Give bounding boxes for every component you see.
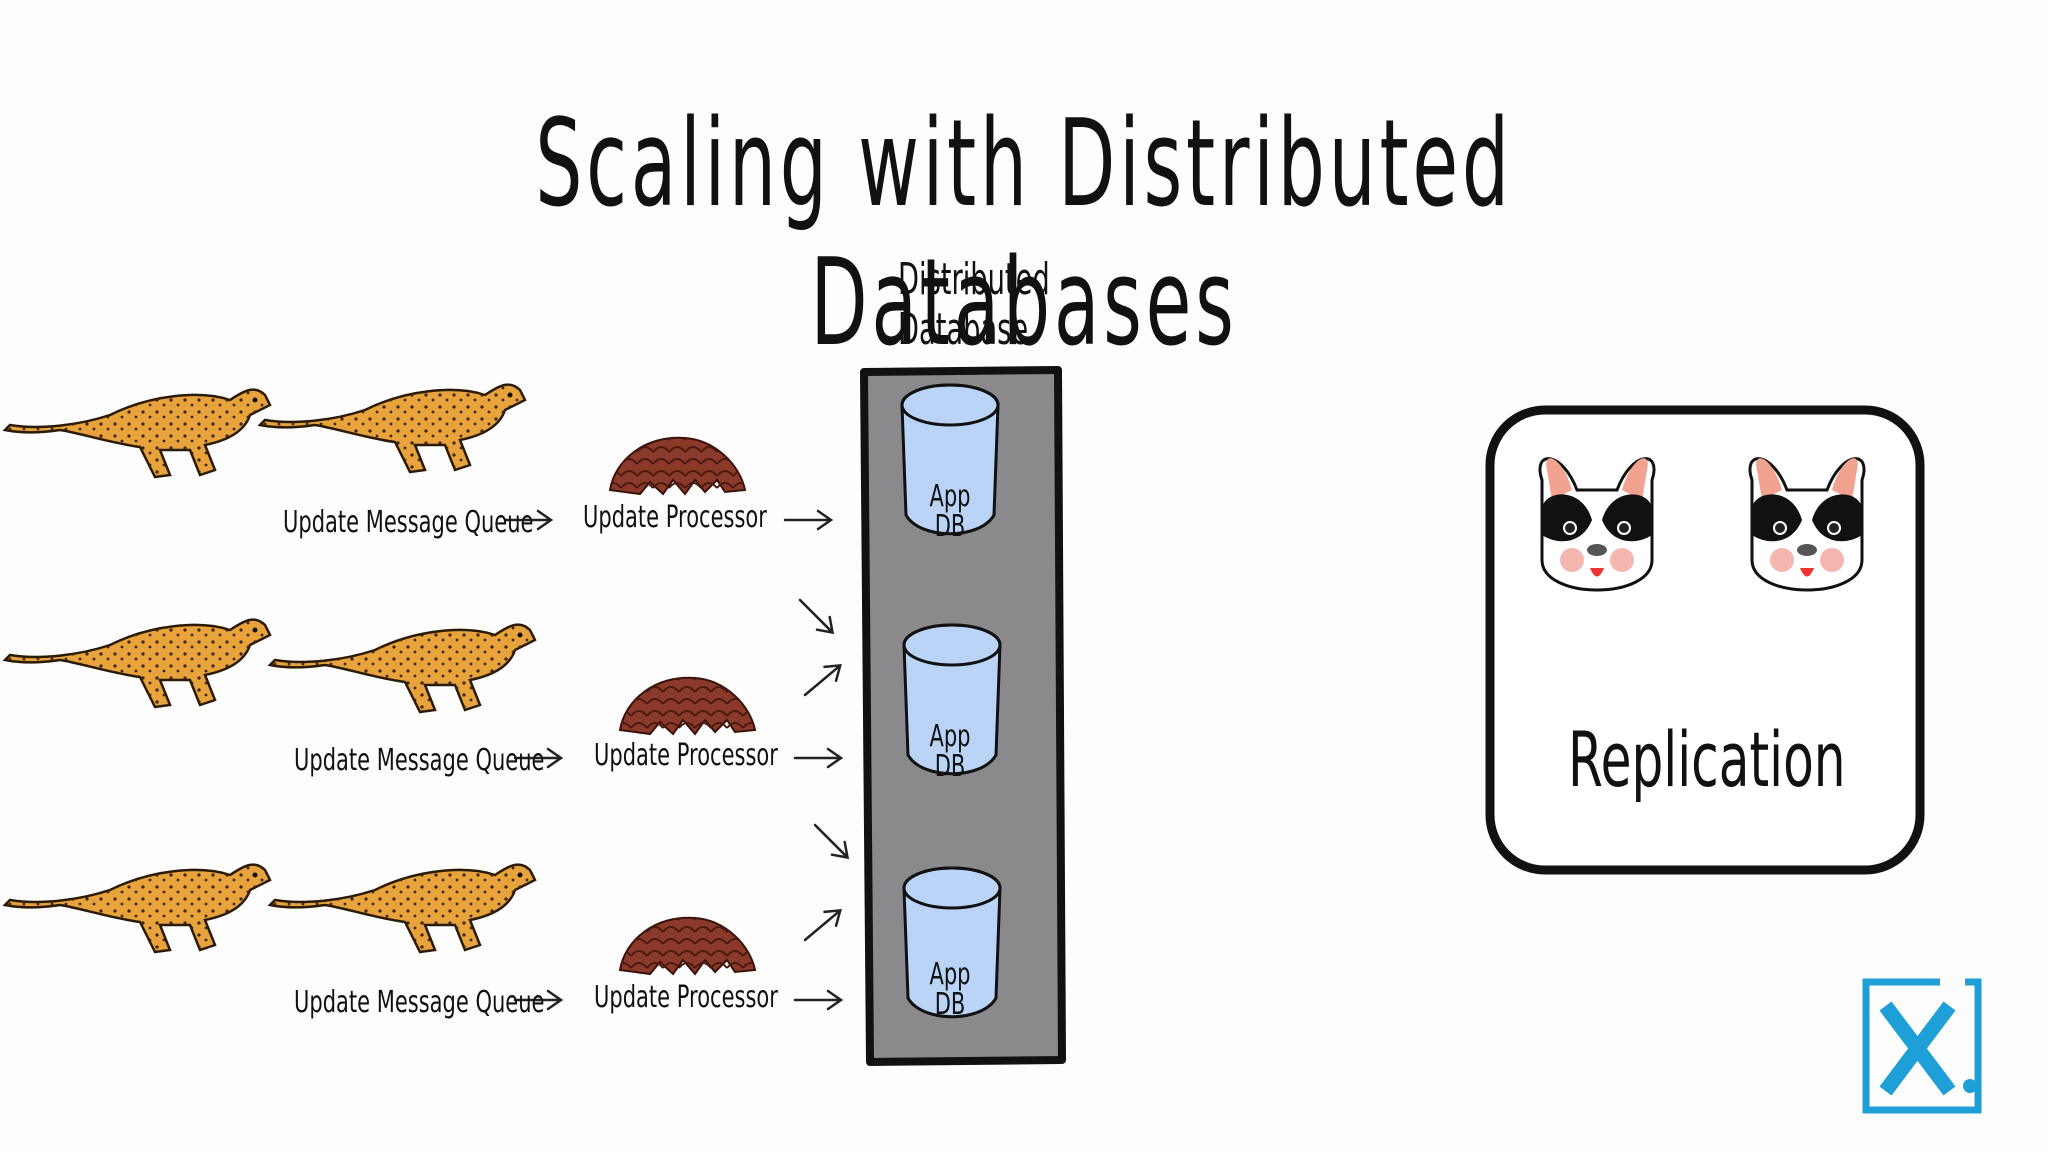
arrow-icon — [797, 902, 848, 949]
database-label-line2: DB — [934, 509, 966, 544]
database-label: App DB — [922, 960, 978, 1020]
arrow-icon — [792, 592, 841, 641]
brand-logo-icon — [1862, 975, 1982, 1114]
arrow-icon — [807, 817, 856, 866]
processor-label: Update Processor — [594, 980, 778, 1015]
arrow-icon — [793, 989, 843, 1011]
database-label: App DB — [922, 482, 978, 542]
page-title: Scaling with Distributed Databases — [535, 95, 1513, 373]
cheetah-icon — [3, 863, 272, 954]
distributed-label-line2: Database — [898, 304, 1029, 355]
arrow-icon — [783, 509, 833, 531]
pangolin-icon — [619, 916, 756, 975]
processor-label: Update Processor — [594, 738, 778, 773]
queue-label: Update Message Queue — [283, 505, 534, 540]
processor-label: Update Processor — [583, 500, 767, 535]
cheetah-icon — [258, 383, 527, 474]
cheetah-icon — [268, 863, 537, 954]
database-label-line1: App — [929, 719, 971, 754]
pangolin-icon — [609, 436, 746, 495]
database-label-line1: App — [929, 479, 971, 514]
arrow-icon — [797, 657, 848, 704]
database-label-line1: App — [929, 957, 971, 992]
database-label: App DB — [922, 722, 978, 782]
replication-label: Replication — [1568, 715, 1846, 804]
database-label-line2: DB — [934, 987, 966, 1022]
database-label-line2: DB — [934, 749, 966, 784]
cheetah-icon — [3, 618, 272, 709]
cheetah-icon — [3, 388, 272, 479]
pangolin-icon — [619, 676, 756, 735]
queue-label: Update Message Queue — [294, 985, 545, 1020]
arrow-icon — [793, 747, 843, 769]
cheetah-icon — [268, 623, 537, 714]
queue-label: Update Message Queue — [294, 743, 545, 778]
